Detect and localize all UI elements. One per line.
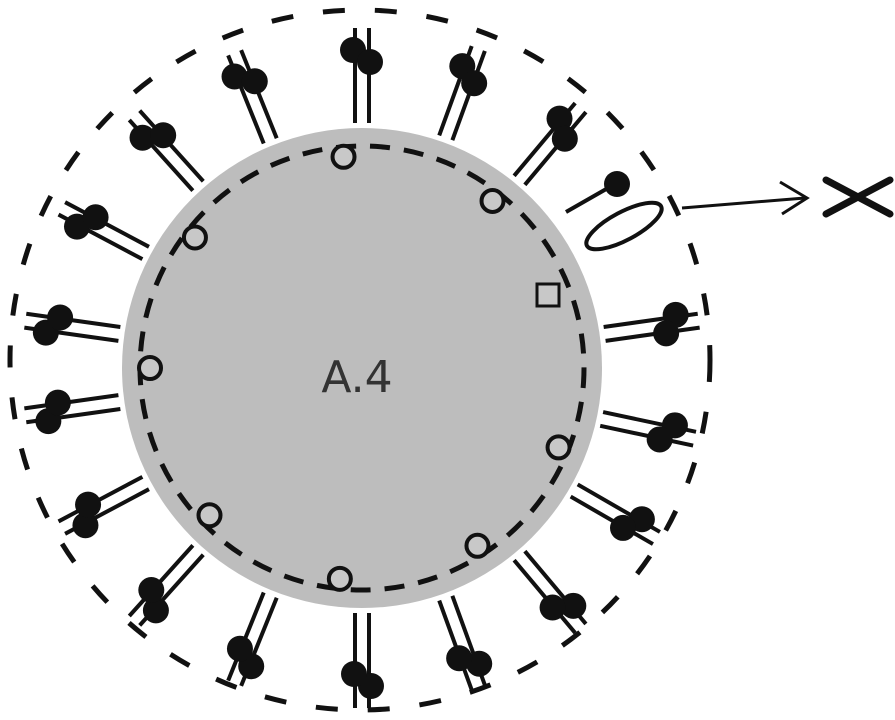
circle-marker-icon <box>196 502 223 529</box>
square-marker-icon <box>535 282 561 308</box>
receptor-pair-icon <box>24 304 121 346</box>
core-disc <box>122 128 602 608</box>
release-arrow <box>681 180 810 216</box>
detached-receptor-icon <box>565 171 664 252</box>
circle-marker-icon <box>464 532 491 559</box>
receptor-pair-icon <box>437 45 488 141</box>
receptor-pair-icon <box>569 482 661 546</box>
receptor-pair-icon <box>226 591 279 687</box>
receptor-pair-icon <box>340 28 383 123</box>
circle-marker-icon <box>326 565 353 592</box>
circle-marker-icon <box>330 143 357 170</box>
outer-dashed-boundary <box>7 7 713 713</box>
circle-marker-icon <box>545 434 572 461</box>
receptor-pair-icon <box>57 475 150 539</box>
receptor-pair-icon <box>57 200 150 261</box>
receptor-pair-icon <box>512 549 588 635</box>
receptor-pair-icon <box>221 49 279 145</box>
receptor-ring <box>24 28 700 708</box>
receptor-pair-icon <box>341 613 384 708</box>
receptor-pair-icon <box>512 101 588 187</box>
receptor-pair-icon <box>603 301 700 347</box>
inner-marker-ring <box>137 143 572 592</box>
x-mark-icon <box>822 176 894 218</box>
circle-marker-icon <box>181 224 208 251</box>
circle-marker-icon <box>479 187 506 214</box>
receptor-pair-icon <box>127 109 205 192</box>
circle-marker-icon <box>137 355 163 381</box>
receptor-pair-icon <box>599 410 697 453</box>
receptor-pair-icon <box>437 595 493 691</box>
center-label: A.4 <box>321 352 392 403</box>
receptor-pair-icon <box>127 544 205 627</box>
receptor-pair-icon <box>24 389 121 435</box>
